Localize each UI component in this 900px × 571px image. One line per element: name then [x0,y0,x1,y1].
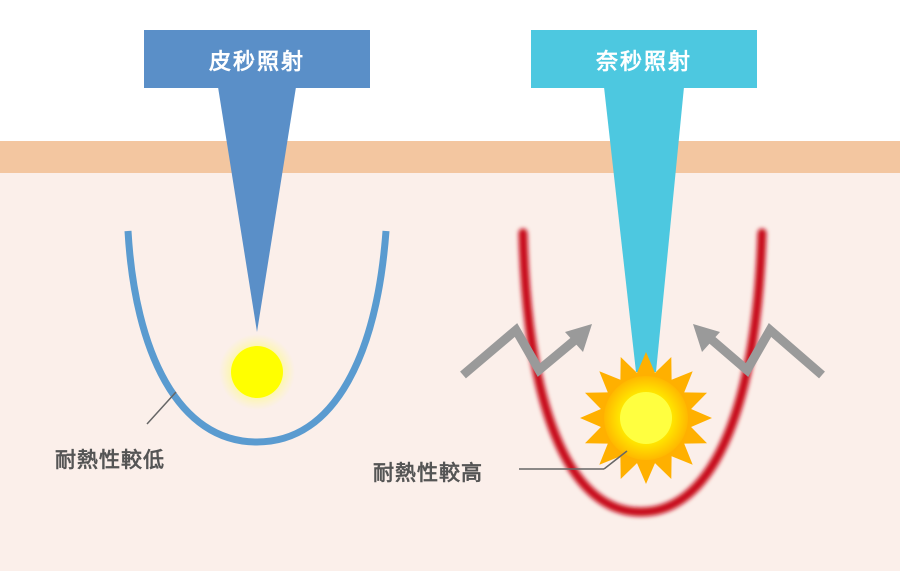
nanosecond-title-box [531,30,757,88]
low-resistance-label: 耐熱性較低 [55,448,165,472]
right-zigzag-arrow-icon [693,323,825,379]
left-zigzag-arrow-icon [460,323,592,379]
skin-surface-layer [0,141,900,173]
right-panel: 奈秒照射 耐熱性較高 [373,30,825,517]
left-panel: 皮秒照射 耐熱性較低 [55,30,390,472]
picosecond-title: 皮秒照射 [209,49,305,75]
spiky-sun-center [620,392,672,444]
nanosecond-beam-icon [604,87,684,372]
sun-icon [231,346,283,398]
nanosecond-title: 奈秒照射 [595,49,692,75]
cold-curve [124,230,390,446]
left-leader-line [146,391,177,425]
right-leader-tail [603,450,628,470]
picosecond-title-box [144,30,370,88]
high-resistance-label: 耐熱性較高 [373,461,483,485]
picosecond-beam-icon [218,87,296,332]
